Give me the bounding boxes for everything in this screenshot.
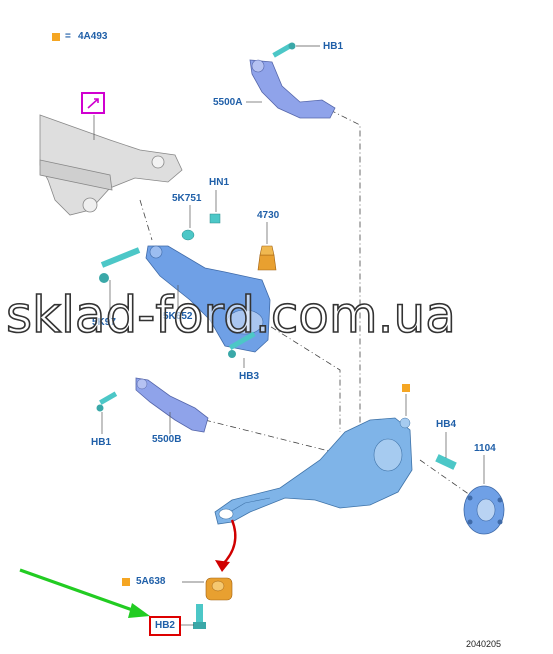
label-5k652: 5K652 bbox=[163, 311, 193, 322]
label-hb1-bottom: HB1 bbox=[91, 437, 112, 448]
highlight-hb2: HB2 bbox=[149, 616, 181, 636]
bolt-5k97 bbox=[99, 247, 141, 283]
label-hb2: HB2 bbox=[154, 620, 175, 631]
label-leaders bbox=[93, 45, 485, 626]
callout-box bbox=[81, 92, 105, 114]
knuckle-trailing-arm bbox=[214, 417, 413, 525]
label-hn1: HN1 bbox=[209, 177, 230, 188]
washer-5k751 bbox=[181, 229, 195, 241]
subframe bbox=[39, 114, 183, 216]
wheel-hub-1104 bbox=[463, 485, 505, 535]
bolt-hb2 bbox=[193, 604, 206, 629]
label-5a638: 5A638 bbox=[136, 576, 166, 587]
bolt-hb3 bbox=[228, 331, 256, 358]
upper-arm-5500a bbox=[249, 59, 336, 119]
green-arrow bbox=[19, 568, 150, 618]
leader-lines bbox=[139, 109, 471, 496]
label-5k751: 5K751 bbox=[172, 193, 202, 204]
label-5500a: 5500A bbox=[213, 97, 243, 108]
orange-marker-knuckle bbox=[402, 384, 410, 392]
lower-arm-5500b bbox=[135, 377, 209, 433]
bolt-hb4 bbox=[435, 454, 457, 470]
bolt-hb1-bottom bbox=[96, 391, 118, 412]
legend-marker bbox=[52, 33, 60, 41]
label-hb3: HB3 bbox=[239, 371, 260, 382]
label-5500b: 5500B bbox=[152, 434, 182, 445]
label-hb1-top: HB1 bbox=[323, 41, 344, 52]
orange-marker-bushing bbox=[122, 578, 130, 586]
label-5k97: 5K97 bbox=[92, 317, 116, 328]
nut-hn1 bbox=[209, 213, 221, 224]
legend-equals: = bbox=[65, 31, 71, 42]
bolt-hb1-top bbox=[272, 42, 296, 58]
watermark: sklad-ford.com.ua bbox=[5, 285, 456, 345]
diagram-number: 2040205 bbox=[466, 639, 502, 649]
bushing-5a638 bbox=[205, 577, 233, 601]
red-arrow bbox=[215, 519, 237, 572]
label-hb4: HB4 bbox=[436, 419, 457, 430]
spring-arm-5k652 bbox=[145, 245, 271, 353]
label-4730: 4730 bbox=[257, 210, 280, 221]
bump-stop-4730 bbox=[257, 245, 277, 271]
label-1104: 1104 bbox=[474, 443, 496, 454]
legend-code: 4A493 bbox=[78, 31, 108, 42]
